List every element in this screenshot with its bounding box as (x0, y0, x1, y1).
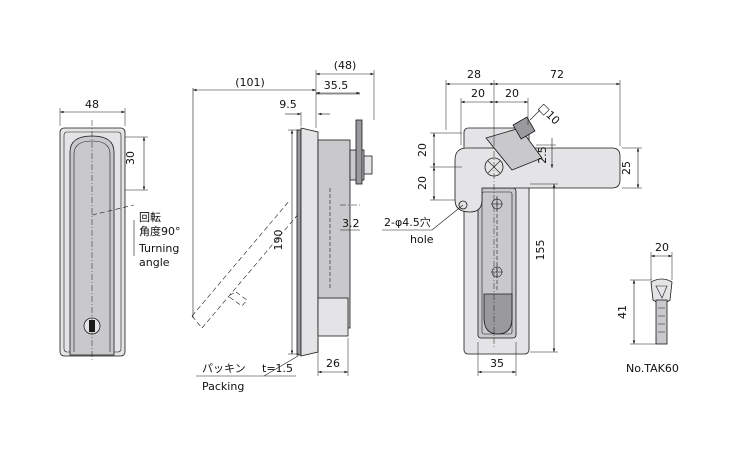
swung-handle-ghost (191, 199, 301, 329)
rear-lock-cylinder (483, 293, 513, 335)
side-depth-dim: (48) (334, 59, 357, 72)
rear-width-left-dim: 28 (467, 68, 481, 81)
rear-width-right-dim: 72 (550, 68, 564, 81)
front-offset-dim: 30 (124, 151, 137, 165)
rotation-note-jp-1: 回転 (139, 211, 161, 224)
cam-stud (355, 119, 363, 185)
rear-offset-dim: 2.5 (536, 146, 549, 164)
rear-vertical-dim-2: 20 (416, 176, 429, 190)
rear-square-dim: □10 (536, 101, 562, 127)
packing (296, 129, 302, 356)
rear-hole-note-en: hole (410, 233, 434, 246)
packing-label-jp: パッキン (202, 362, 246, 375)
rear-vertical-dim-1: 20 (416, 143, 429, 157)
rear-view: 28 72 20 20 □10 20 20 2.5 25 2-φ4.5穴 ho (382, 68, 642, 376)
key-model-label: No.TAK60 (626, 362, 679, 375)
side-cam-dim: 3.2 (342, 217, 360, 230)
key-view: 20 41 No.TAK60 (616, 241, 679, 375)
front-view: 48 30 回転 角度90° Turning angle (59, 98, 181, 360)
rear-length-dim: 155 (534, 240, 547, 261)
rotation-note-jp-2: 角度90° (139, 224, 181, 238)
key-width-dim: 20 (655, 241, 669, 254)
key-head (650, 278, 673, 304)
side-flange (300, 127, 319, 357)
side-height-dim: 190 (272, 230, 285, 251)
packing-thickness: t=1.5 (262, 362, 293, 375)
rear-hole-note: 2-φ4.5穴 (384, 215, 431, 229)
front-width-dim: 48 (85, 98, 99, 111)
side-bottom-dim: 26 (326, 357, 340, 370)
key-blade (655, 299, 668, 345)
rotation-note-en-2: angle (139, 256, 170, 269)
rear-spacing-dim-1: 20 (471, 87, 485, 100)
side-body (317, 139, 351, 329)
key-height-dim: 41 (616, 305, 629, 319)
side-bottom-block (317, 297, 349, 337)
rear-arm-height-dim: 25 (620, 161, 633, 175)
side-swing-dim: (101) (235, 76, 265, 89)
side-projection-dim: 35.5 (324, 79, 349, 92)
side-view: (48) 35.5 (101) 9.5 190 3.2 26 パッキン t=1.… (191, 59, 375, 393)
square-drive (512, 116, 536, 140)
rear-bottom-width-dim: 35 (490, 357, 504, 370)
rear-spacing-dim-2: 20 (505, 87, 519, 100)
side-flange-dim: 9.5 (279, 98, 297, 111)
rotation-note-en-1: Turning (138, 242, 179, 255)
packing-label-en: Packing (202, 380, 244, 393)
